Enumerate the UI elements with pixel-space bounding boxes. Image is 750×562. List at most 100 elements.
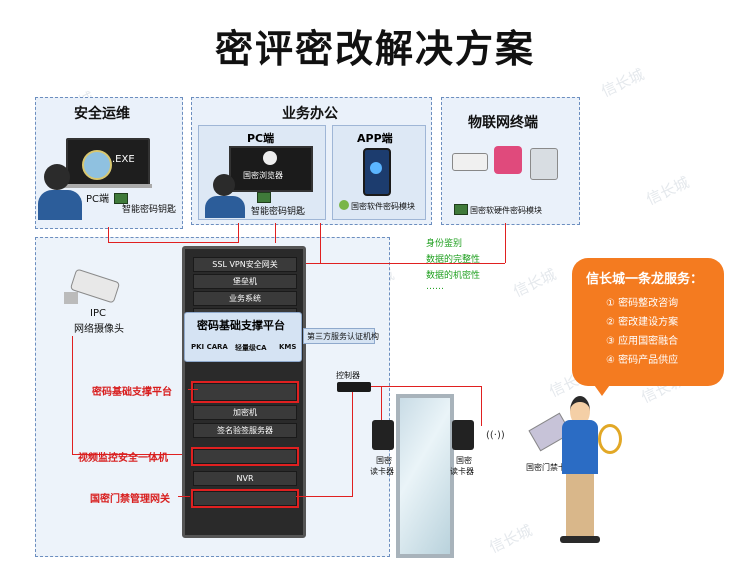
third-party-label: 第三方服务认证机构: [307, 332, 379, 341]
card-reader-icon: [452, 420, 474, 450]
platform-title: 密码基础支撑平台: [197, 319, 285, 332]
platform-item: KMS: [279, 343, 297, 351]
connector-line: [72, 336, 73, 454]
security-prop: ……: [426, 282, 444, 292]
exe-label: .EXE: [112, 154, 135, 165]
laptop-base: [60, 184, 152, 188]
third-party-box: 第三方服务认证机构: [303, 328, 379, 344]
rack-unit-video-appliance: [191, 447, 299, 466]
connector-line: [300, 263, 505, 264]
platform-item: 轻量级CA: [235, 344, 267, 352]
app-logo-icon: [370, 162, 382, 174]
operator-body-icon: [38, 190, 82, 220]
server-rack: SSL VPN安全网关 堡垒机 业务系统 加密机 签名验签服务器 NVR: [182, 246, 306, 538]
red-label-platform: 密码基础支撑平台: [92, 387, 172, 398]
staff-body-icon: [562, 420, 598, 474]
office-panel-title: 业务办公: [282, 106, 338, 122]
office-app-box: APP端 国密软件密码模块: [332, 125, 426, 220]
iot-panel-title: 物联网终端: [468, 115, 538, 131]
red-label-gateway: 国密门禁管理网关: [90, 494, 170, 505]
ops-panel: 安全运维 .EXE PC端 智能密码钥匙: [35, 97, 183, 229]
security-prop: 数据的完整性: [426, 255, 481, 265]
meter-icon: [530, 148, 558, 180]
staff-head-icon: [570, 396, 590, 426]
office-pc-title: PC端: [247, 132, 275, 145]
camera-icon: [452, 153, 488, 171]
dragon-logo-icon: [598, 424, 622, 454]
monitor-icon: 国密浏览器: [229, 146, 313, 192]
ops-key-label: 智能密码钥匙: [122, 205, 177, 215]
reader-label-1: 国密: [376, 456, 392, 465]
usb-key-icon: [257, 192, 271, 203]
rack-unit: 业务系统: [193, 291, 297, 306]
reader-label-2: 读卡器: [450, 467, 474, 476]
reader-label-2: 读卡器: [370, 467, 394, 476]
laptop-icon: .EXE: [66, 138, 150, 188]
rack-unit: 签名验签服务器: [193, 423, 297, 438]
ipc-label-1: IPC: [90, 308, 106, 319]
soft-module-icon: [339, 200, 349, 210]
bubble-title: 信长城一条龙服务：: [586, 272, 704, 287]
connector-line: [505, 223, 506, 263]
ipc-mount-icon: [64, 292, 78, 304]
watermark: 信长城: [510, 265, 559, 301]
glass-door-icon: [396, 394, 454, 558]
iot-panel: 物联网终端 国密软硬件密码模块: [441, 97, 580, 225]
office-pc-box: PC端 国密浏览器 智能密码钥匙: [198, 125, 326, 220]
bubble-item: ③ 应用国密融合: [606, 336, 679, 347]
rack-unit: NVR: [193, 471, 297, 486]
access-card-label: 国密门禁卡: [526, 463, 566, 472]
connector-line: [72, 454, 187, 455]
connector-line: [381, 386, 382, 426]
connector-line: [108, 227, 109, 242]
rack-unit: 加密机: [193, 405, 297, 420]
bubble-item: ④ 密码产品供应: [606, 355, 679, 366]
connector-line: [275, 223, 276, 243]
connector-line: [238, 223, 239, 243]
phone-icon: [363, 148, 391, 196]
office-key-label: 智能密码钥匙: [251, 207, 306, 217]
cd-icon: [82, 150, 112, 180]
iot-module-chip-icon: [454, 204, 468, 215]
ipc-label-2: 网络摄像头: [74, 324, 124, 335]
connector-line: [296, 496, 352, 497]
watermark: 信长城: [486, 521, 535, 557]
browser-logo-icon: [263, 151, 277, 165]
platform-box: 密码基础支撑平台 PKI CA RA 轻量级CA KMS: [184, 312, 302, 362]
controller-icon: [337, 382, 371, 392]
rack-unit: 堡垒机: [193, 274, 297, 289]
security-prop: 身份鉴别: [426, 239, 463, 249]
ops-panel-title: 安全运维: [74, 106, 130, 122]
office-app-title: APP端: [357, 132, 393, 145]
rack-unit-platform-server: [191, 381, 299, 403]
connector-line: [188, 389, 198, 390]
connector-line: [320, 223, 321, 263]
rack-unit: SSL VPN安全网关: [193, 257, 297, 272]
watermark: 信长城: [643, 173, 692, 209]
platform-item: RA: [217, 343, 228, 351]
reader-label-1: 国密: [456, 456, 472, 465]
nfc-signal-icon: ((·)): [486, 430, 505, 441]
staff-shoes-icon: [560, 536, 600, 543]
operator-person-icon: [44, 164, 70, 190]
bubble-tail: [592, 382, 612, 396]
service-bubble: 信长城一条龙服务： ① 密码整改咨询 ② 密改建设方案 ③ 应用国密融合 ④ 密…: [572, 258, 724, 386]
browser-label: 国密浏览器: [243, 171, 283, 180]
platform-item: PKI CA: [191, 343, 218, 351]
office-panel: 业务办公 PC端 国密浏览器 智能密码钥匙 APP端 国密软件密码模块: [191, 97, 432, 225]
iot-module-label: 国密软硬件密码模块: [470, 206, 542, 215]
security-prop: 数据的机密性: [426, 271, 481, 281]
usb-key-icon: [114, 193, 128, 204]
connector-line: [178, 496, 190, 497]
connector-line: [371, 386, 481, 387]
bubble-item: ① 密码整改咨询: [606, 298, 679, 309]
controller-label: 控制器: [336, 371, 360, 380]
soft-module-label: 国密软件密码模块: [351, 202, 415, 211]
fingerprint-icon: [494, 146, 522, 174]
connector-line: [481, 386, 482, 426]
ops-pc-label: PC端: [86, 194, 110, 205]
connector-line: [108, 242, 238, 243]
connector-line: [352, 392, 353, 497]
rack-unit-access-gateway: [191, 489, 299, 508]
bubble-item: ② 密改建设方案: [606, 317, 679, 328]
